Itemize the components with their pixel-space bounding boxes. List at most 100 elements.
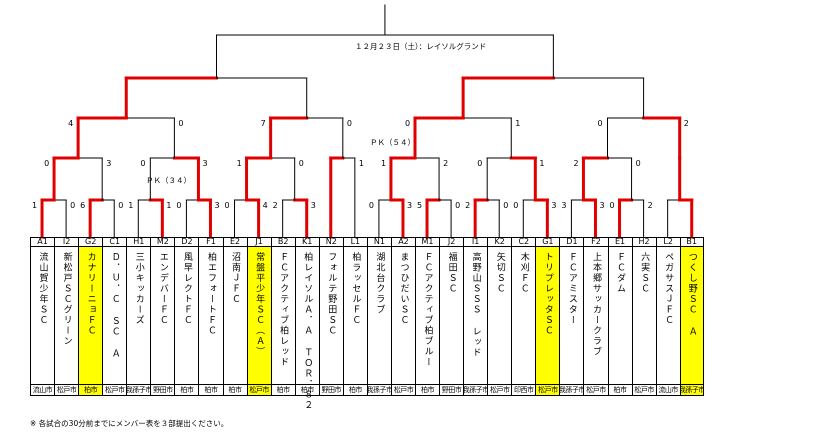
- match-score: 0: [298, 159, 304, 168]
- team-name-cell: まつひだいＳＣ: [390, 247, 415, 384]
- team-city: 松戸市: [583, 384, 608, 396]
- team-code: A2: [390, 237, 415, 247]
- match-score: 0: [176, 201, 182, 210]
- team-name-cell: ＦＣアクティブ柏ブルー: [415, 247, 439, 384]
- team-city: 柏市: [78, 384, 103, 396]
- team-name-cell: ＦＣアミスター: [559, 247, 583, 384]
- match-score: 1: [515, 119, 521, 128]
- team-code: F2: [583, 237, 608, 247]
- team-city: 我孫子市: [126, 384, 151, 396]
- match-score: 0: [70, 201, 76, 210]
- team-name-cell: 福田ＳＣ: [439, 247, 463, 384]
- match-score: 0: [405, 119, 411, 128]
- team-name: 風早レクトＦＣ: [181, 252, 192, 326]
- match-score: 1: [539, 159, 545, 168]
- footnote: ※ 各試合の30分前までにメンバー表を３部提出ください。: [30, 419, 229, 428]
- match-score: 0: [635, 159, 641, 168]
- team-name-cell: 風早レクトＦＣ: [174, 247, 198, 384]
- team-code: N1: [366, 237, 391, 247]
- team-city: 流山市: [655, 384, 680, 396]
- match-score: 2: [272, 201, 278, 210]
- match-score: 3: [202, 159, 208, 168]
- match-score: 1: [236, 159, 242, 168]
- team-name: 柏レイソルＡ．Ａ ＴＯＲ．８２: [302, 252, 313, 411]
- match-score: 2: [573, 159, 579, 168]
- team-city: 我孫子市: [366, 384, 391, 396]
- team-name-cell: 六実ＳＣ: [631, 247, 656, 384]
- team-name-cell: ＦＣダム: [607, 247, 632, 384]
- team-name-cell: 木刈ＦＣ: [511, 247, 535, 384]
- team-name: Ｄ．Ｕ．Ｃ ＳＣ Ａ: [109, 252, 120, 359]
- team-name-cell: 高野山ＳＳＳ レッド: [463, 247, 487, 384]
- match-score: 0: [503, 201, 509, 210]
- pk-score-center: ＰＫ（５４）: [370, 138, 415, 147]
- team-city: 松戸市: [487, 384, 512, 396]
- team-name: 上本郷サッカークラブ: [590, 252, 601, 357]
- team-name-cell: ペガサスＪＦＣ: [655, 247, 680, 384]
- team-name: 木刈ＦＣ: [518, 252, 529, 294]
- team-city: 柏市: [222, 384, 247, 396]
- team-city: 野田市: [318, 384, 343, 396]
- team-city: 柏市: [294, 384, 319, 396]
- team-name-cell: 湖北台クラブ: [366, 247, 391, 384]
- team-name: フォルテ野田ＳＣ: [326, 252, 337, 336]
- team-name: 高野山ＳＳＳ レッド: [470, 252, 481, 358]
- team-code: C1: [102, 237, 127, 247]
- team-name-cell: 新松戸ＳＣグリーン: [54, 247, 78, 384]
- team-city: 柏市: [342, 384, 367, 396]
- pk-score-left: ＰＫ（３４）: [146, 176, 191, 185]
- team-name: ＦＣアクティブ柏ブルー: [422, 252, 433, 368]
- team-name: 常盤平少年ＳＣ（Ａ）: [254, 252, 265, 357]
- team-name-cell: 柏ラッセルＦＣ: [342, 247, 367, 384]
- team-city: 柏市: [415, 384, 440, 396]
- team-city: 我孫子市: [679, 384, 704, 396]
- match-score: 2: [465, 201, 471, 210]
- team-name: まつひだいＳＣ: [398, 252, 409, 326]
- match-score: 7: [260, 119, 266, 128]
- team-name-cell: カナリーニョＦＣ: [78, 247, 103, 384]
- match-score: 2: [443, 159, 449, 168]
- match-score: 5: [417, 201, 423, 210]
- team-name: カナリーニョＦＣ: [85, 252, 96, 336]
- match-score: 0: [140, 159, 146, 168]
- team-name: 柏ラッセルＦＣ: [350, 252, 361, 326]
- team-name: 柏エフォートＦＣ: [205, 252, 216, 336]
- team-name-cell: 常盤平少年ＳＣ（Ａ）: [246, 247, 271, 384]
- match-score: 3: [214, 201, 220, 210]
- match-score: 3: [106, 159, 112, 168]
- team-name: 矢切ＳＣ: [494, 252, 505, 294]
- team-code: L2: [655, 237, 680, 247]
- match-score: 1: [32, 201, 38, 210]
- match-score: 2: [647, 201, 653, 210]
- team-name: ＦＣアミスター: [566, 252, 577, 326]
- match-score: 0: [477, 159, 483, 168]
- team-code: N2: [318, 237, 343, 247]
- team-code: D2: [174, 237, 199, 247]
- team-code: H1: [126, 237, 151, 247]
- team-city-row: 流山市松戸市柏市松戸市我孫子市野田市柏市柏市柏市松戸市柏市柏市野田市柏市我孫子市…: [30, 384, 800, 396]
- team-code: J1: [246, 237, 271, 247]
- match-score: 2: [683, 119, 689, 128]
- team-code: J2: [439, 237, 464, 247]
- team-code: E2: [222, 237, 247, 247]
- team-city: 柏市: [270, 384, 295, 396]
- match-score: 1: [358, 159, 364, 168]
- team-name-cell: Ｄ．Ｕ．Ｃ ＳＣ Ａ: [102, 247, 126, 384]
- team-city: 柏市: [174, 384, 199, 396]
- team-name: ＦＣダム: [615, 252, 626, 294]
- team-name-cell: 柏レイソルＡ．Ａ ＴＯＲ．８２: [294, 247, 319, 411]
- team-code: K2: [487, 237, 512, 247]
- match-score: 3: [310, 201, 316, 210]
- match-score: 3: [561, 201, 567, 210]
- match-score: 4: [262, 201, 268, 210]
- team-code: F1: [198, 237, 223, 247]
- match-score: 0: [597, 119, 603, 128]
- team-name: トリプレッタＳＣ: [542, 252, 553, 336]
- match-score: 1: [380, 159, 387, 168]
- team-code: C2: [511, 237, 536, 247]
- team-code: K1: [294, 237, 319, 247]
- team-name: つくし野ＳＣ Ａ: [686, 252, 697, 337]
